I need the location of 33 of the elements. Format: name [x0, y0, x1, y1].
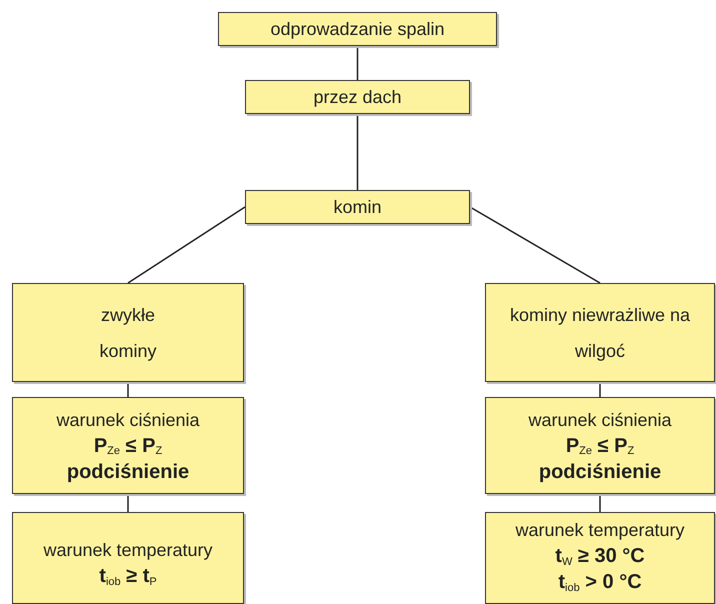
box-text: przez dach: [313, 86, 402, 109]
box-text: P$_{Ze}$ ≤ P$_{Z}$: [94, 434, 162, 458]
connector-line: [128, 206, 246, 284]
box-text: warunek ciśnienia: [528, 408, 672, 432]
process-box: [12, 397, 244, 494]
process-box: [218, 12, 497, 46]
box-text: podciśnienie: [538, 460, 662, 484]
box-text: t$_{W}$ ≥ 30 °C: [555, 544, 645, 569]
box-text: t$_{iob}$ ≥ t$_{P}$: [99, 564, 157, 589]
box-text: odprowadzanie spalin: [270, 18, 445, 41]
connector-line: [599, 382, 601, 397]
box-text: t$_{iob}$ > 0 °C: [558, 570, 642, 595]
box-text: P$_{Ze}$ ≤ P$_{Z}$: [566, 434, 634, 458]
box-text: warunek temperatury: [43, 539, 213, 562]
connector-line: [470, 206, 600, 284]
process-box: [12, 283, 244, 382]
box-text: komin: [333, 196, 382, 219]
connector-line: [356, 114, 358, 190]
box-text: zwykłe kominy: [98, 304, 158, 363]
box-text: podciśnienie: [66, 460, 190, 484]
box-text: kominy niewrażliwe na wilgoć: [508, 304, 692, 363]
process-box: [12, 512, 244, 604]
connector-line: [127, 382, 129, 397]
box-text: warunek ciśnienia: [56, 408, 200, 432]
process-box: [485, 512, 715, 604]
box-text: warunek temperatury: [515, 519, 685, 542]
process-box: [245, 190, 470, 224]
process-box: [485, 397, 715, 494]
connector-line: [599, 494, 601, 512]
process-box: [485, 283, 715, 382]
process-box: [245, 80, 470, 114]
connector-line: [127, 494, 129, 512]
connector-line: [356, 46, 358, 80]
